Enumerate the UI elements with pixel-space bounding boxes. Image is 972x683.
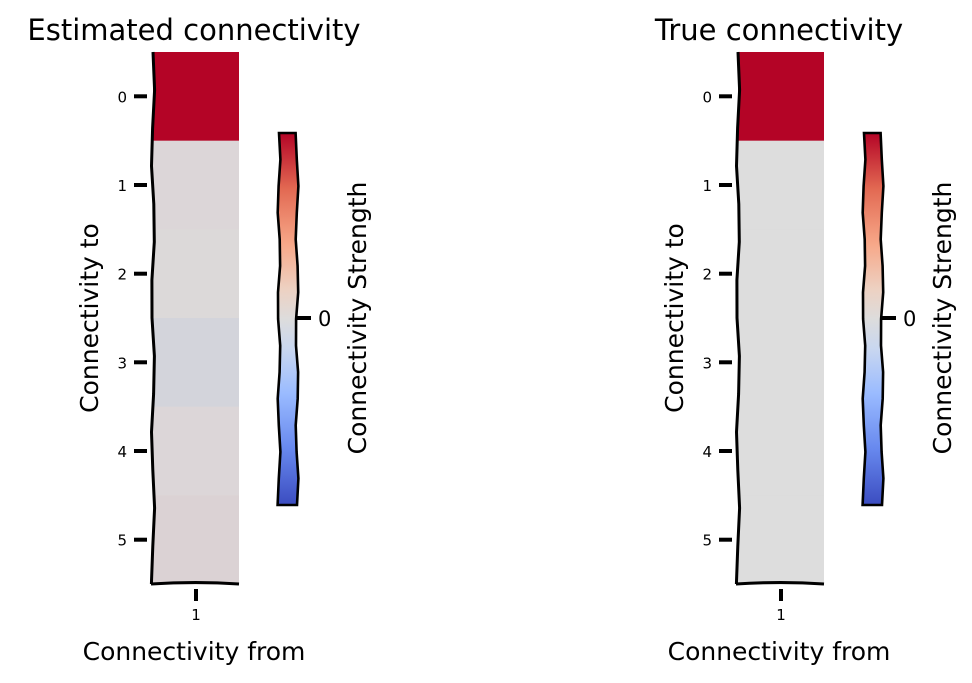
- y-tick-label: 3: [702, 354, 712, 372]
- heatmap-cell: [153, 495, 239, 585]
- colorbar-tick-label: 0: [318, 307, 331, 331]
- x-tick-label: 1: [191, 606, 201, 624]
- y-tick-label: 5: [117, 532, 127, 550]
- colorbar-gradient: [862, 133, 884, 505]
- chart-title: True connectivity: [654, 13, 903, 47]
- y-tick-label: 2: [702, 266, 712, 284]
- y-tick-label: 4: [117, 443, 127, 461]
- x-tick-label: 1: [776, 606, 786, 624]
- chart-title: Estimated connectivity: [27, 13, 360, 47]
- colorbar-gradient: [277, 133, 299, 505]
- colorbar: 0 Connectivity Strength: [861, 131, 957, 507]
- y-ticks: 0 1 2 3 4 5: [702, 88, 732, 550]
- panel-estimated: Estimated connectivity 0 1 2 3 4 5 1 Connecti…: [27, 13, 372, 666]
- y-tick-label: 0: [117, 88, 127, 106]
- y-axis-label: Connectivity to: [660, 223, 689, 413]
- heatmap-frame: [149, 51, 240, 586]
- x-axis-label: Connectivity from: [668, 637, 891, 666]
- y-tick-label: 5: [702, 532, 712, 550]
- y-axis-label: Connectivity to: [75, 223, 104, 413]
- colorbar-label: Connectivity Strength: [343, 182, 372, 455]
- panel-true: True connectivity 0 1 2 3 4 5 1 Connectivity …: [654, 13, 957, 666]
- heatmap-cells: [738, 52, 824, 585]
- heatmap-cell: [153, 140, 239, 230]
- heatmap-frame: [734, 51, 825, 586]
- heatmap-cells: [153, 52, 239, 585]
- y-ticks: 0 1 2 3 4 5: [117, 88, 147, 550]
- x-ticks: 1: [191, 589, 201, 624]
- colorbar-frame: [276, 131, 300, 507]
- y-tick-label: 4: [702, 443, 712, 461]
- x-ticks: 1: [776, 589, 786, 624]
- heatmap-cell: [738, 406, 824, 496]
- heatmap-cell: [153, 52, 239, 142]
- x-axis-label: Connectivity from: [83, 637, 306, 666]
- heatmap-cell: [153, 318, 239, 408]
- heatmap-cell: [738, 229, 824, 319]
- y-tick-label: 1: [117, 177, 127, 195]
- heatmap-cell: [153, 229, 239, 319]
- heatmap-cell: [738, 52, 824, 142]
- colorbar-tick-label: 0: [903, 307, 916, 331]
- heatmap-cell: [738, 318, 824, 408]
- y-tick-label: 2: [117, 266, 127, 284]
- colorbar-frame: [861, 131, 885, 507]
- y-tick-label: 3: [117, 354, 127, 372]
- heatmap-cell: [738, 140, 824, 230]
- y-tick-label: 0: [702, 88, 712, 106]
- y-tick-label: 1: [702, 177, 712, 195]
- colorbar-label: Connectivity Strength: [928, 182, 957, 455]
- heatmap-cell: [153, 406, 239, 496]
- colorbar: 0 Connectivity Strength: [276, 131, 372, 507]
- heatmap-cell: [738, 495, 824, 585]
